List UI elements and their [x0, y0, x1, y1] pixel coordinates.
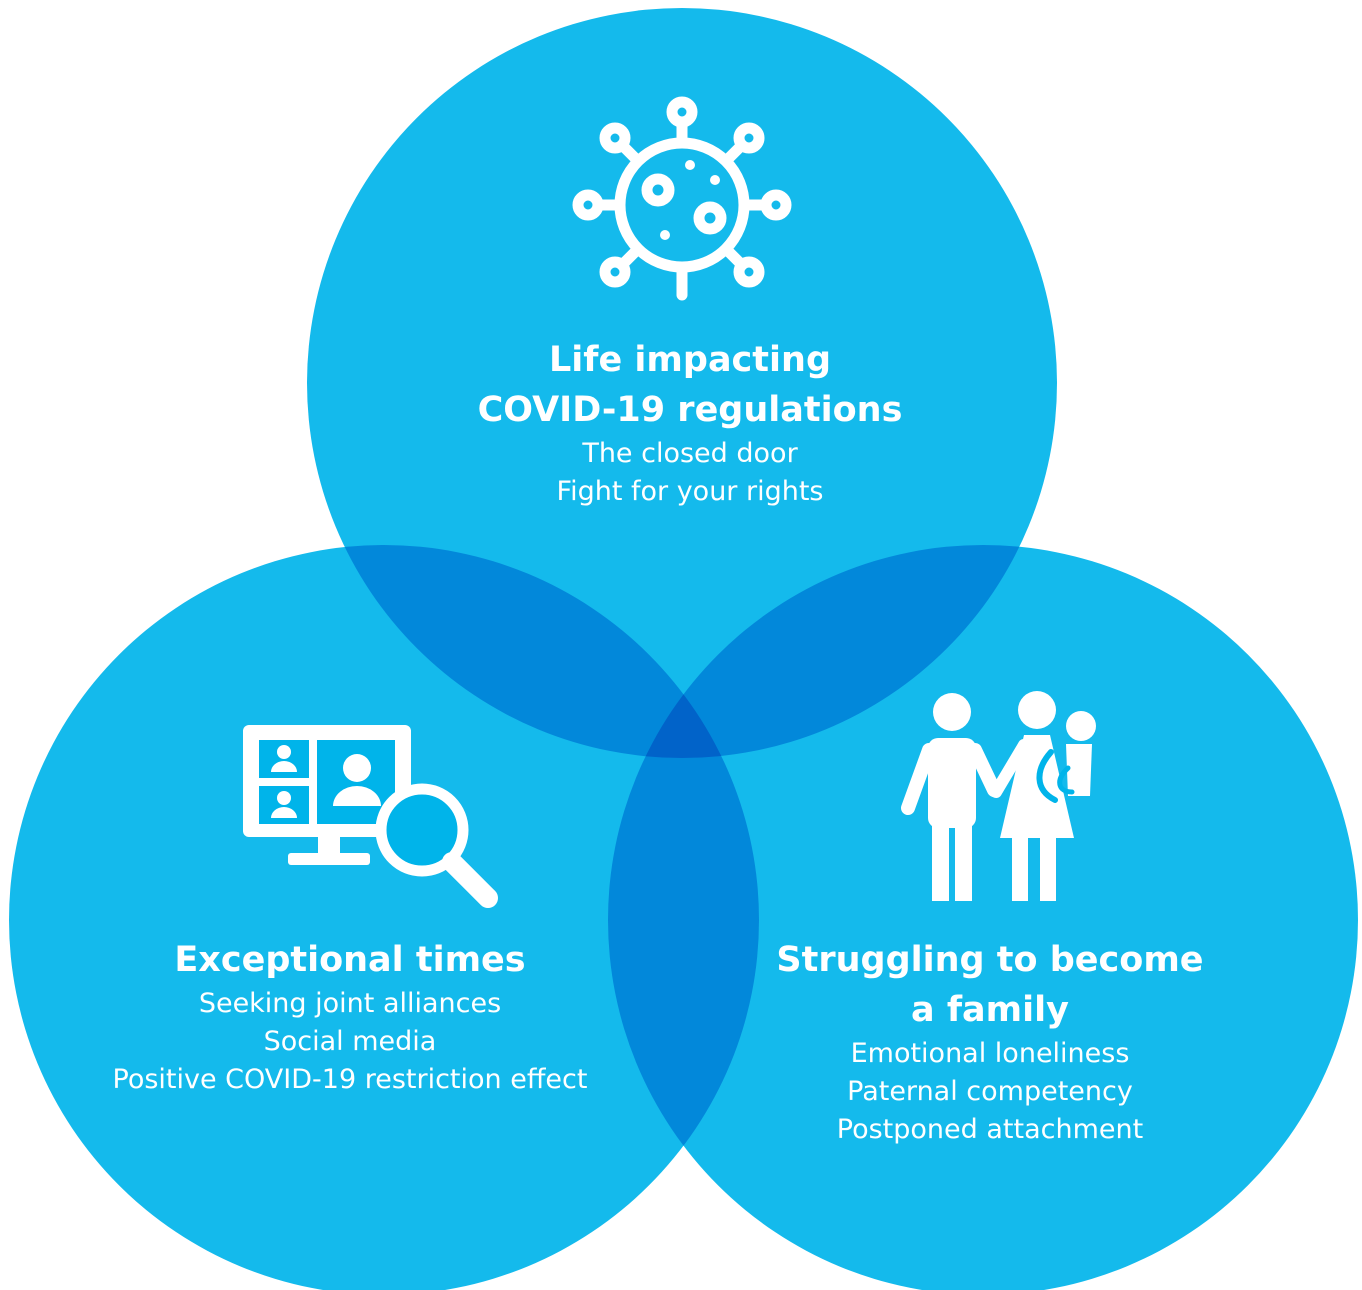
virus-dots [660, 160, 720, 240]
circle-family [608, 545, 1358, 1290]
video-call-search-icon [243, 725, 498, 908]
theme-heading: Exceptional times [174, 940, 526, 980]
subtheme-item: Emotional loneliness [850, 1038, 1130, 1069]
virus-icon [572, 96, 792, 301]
subtheme-item: Positive COVID-19 restriction effect [112, 1064, 588, 1095]
theme-heading: Life impacting [548, 340, 832, 380]
theme-heading: Struggling to become [776, 940, 1204, 980]
subtheme-item: Social media [263, 1026, 437, 1057]
subtheme-item: Seeking joint alliances [198, 988, 502, 1019]
theme-exceptional-times: Exceptional times Seeking joint alliance… [60, 935, 640, 1099]
subtheme-item: Paternal competency [847, 1076, 1133, 1107]
subtheme-item: Postponed attachment [836, 1114, 1144, 1145]
subtheme-item: The closed door [582, 438, 798, 469]
theme-covid-regulations: Life impacting COVID-19 regulations The … [390, 335, 990, 511]
theme-heading: COVID-19 regulations [477, 390, 903, 430]
subtheme-item: Fight for your rights [556, 476, 824, 507]
family-icon [901, 691, 1096, 901]
circle-exceptional-times [9, 545, 759, 1290]
theme-heading: a family [911, 990, 1069, 1030]
theme-becoming-family: Struggling to become a family Emotional … [690, 935, 1290, 1149]
